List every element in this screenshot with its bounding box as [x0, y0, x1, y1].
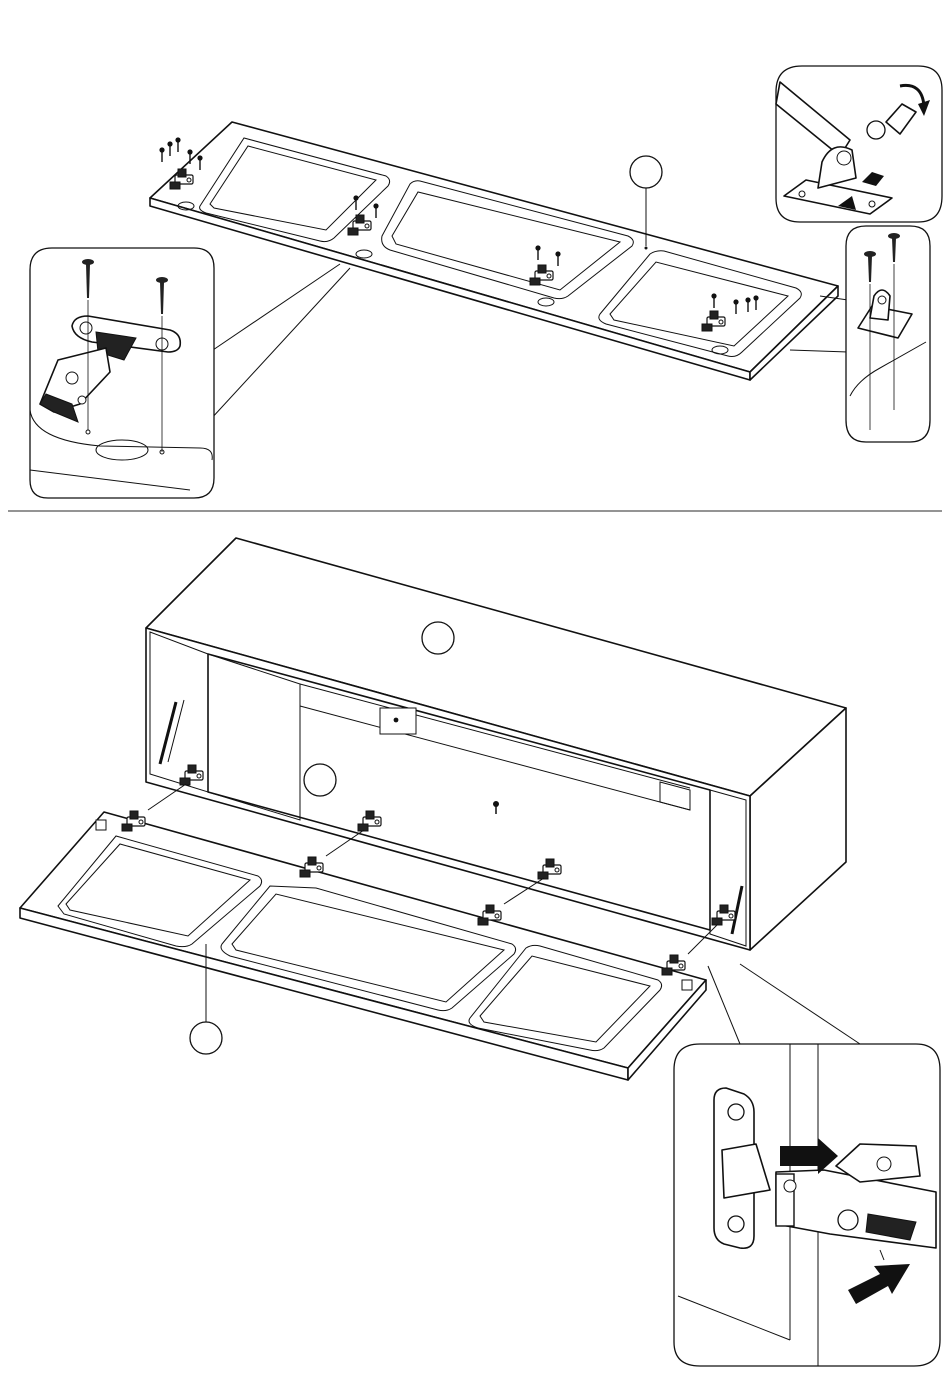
part-number-circle — [422, 622, 454, 654]
callout-hinge-attach — [674, 964, 940, 1366]
door-panel — [150, 122, 838, 372]
callout-bracket-closeup — [790, 226, 930, 442]
step-1-door-panel-with-hinges — [150, 122, 838, 380]
callout-hinge-closeup — [30, 248, 350, 498]
part-number-circle — [190, 1022, 222, 1054]
callout-pivot-closeup — [776, 66, 942, 222]
part-number-circle — [304, 764, 336, 796]
part-number-circle — [630, 156, 662, 188]
